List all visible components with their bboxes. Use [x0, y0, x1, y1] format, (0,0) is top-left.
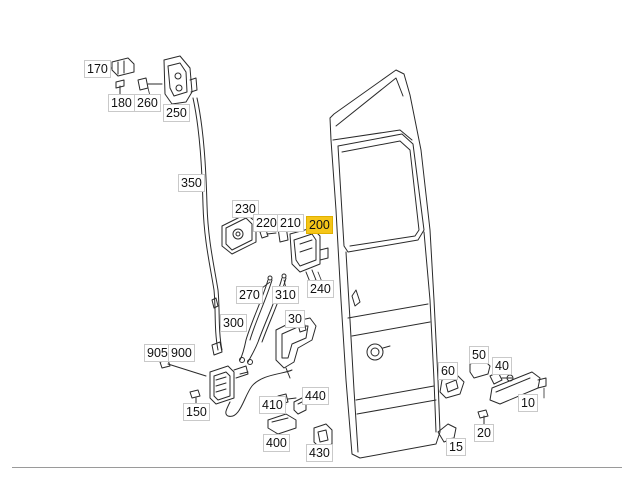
callout-30[interactable]: 30 [285, 310, 305, 328]
screw-20 [477, 409, 489, 425]
callout-400[interactable]: 400 [263, 434, 290, 452]
hinge-250 [163, 55, 198, 105]
callout-200-highlighted[interactable]: 200 [306, 216, 333, 234]
callout-10[interactable]: 10 [518, 394, 538, 412]
outer-handle-10 [489, 371, 547, 405]
cable-350 [192, 97, 223, 356]
callout-20[interactable]: 20 [474, 424, 494, 442]
callout-410[interactable]: 410 [259, 396, 286, 414]
callout-905[interactable]: 905 [144, 344, 171, 362]
bolt-260 [137, 77, 163, 91]
lock-body-900 [209, 365, 249, 405]
callout-15[interactable]: 15 [446, 438, 466, 456]
bottom-divider [12, 467, 622, 468]
callout-40[interactable]: 40 [492, 357, 512, 375]
callout-210[interactable]: 210 [277, 214, 304, 232]
plate-230 [221, 213, 257, 255]
callout-430[interactable]: 430 [306, 444, 333, 462]
bolt-905 [159, 359, 207, 377]
callout-150[interactable]: 150 [183, 403, 210, 421]
callout-440[interactable]: 440 [302, 387, 329, 405]
callout-350[interactable]: 350 [178, 174, 205, 192]
callout-300[interactable]: 300 [220, 314, 247, 332]
cover-15 [437, 423, 457, 443]
callout-250[interactable]: 250 [163, 104, 190, 122]
bracket-170 [111, 57, 135, 77]
lock-200 [289, 227, 329, 283]
callout-270[interactable]: 270 [236, 286, 263, 304]
callout-900[interactable]: 900 [168, 344, 195, 362]
callout-220[interactable]: 220 [253, 214, 280, 232]
cable-loop [225, 369, 293, 417]
callout-50[interactable]: 50 [469, 346, 489, 364]
callout-170[interactable]: 170 [84, 60, 111, 78]
callout-180[interactable]: 180 [108, 94, 135, 112]
rear-door-panel [329, 69, 441, 459]
callout-60[interactable]: 60 [438, 362, 458, 380]
bracket-400 [267, 413, 297, 435]
callout-310[interactable]: 310 [272, 286, 299, 304]
callout-230[interactable]: 230 [232, 200, 259, 218]
callout-260[interactable]: 260 [134, 94, 161, 112]
callout-240[interactable]: 240 [307, 280, 334, 298]
